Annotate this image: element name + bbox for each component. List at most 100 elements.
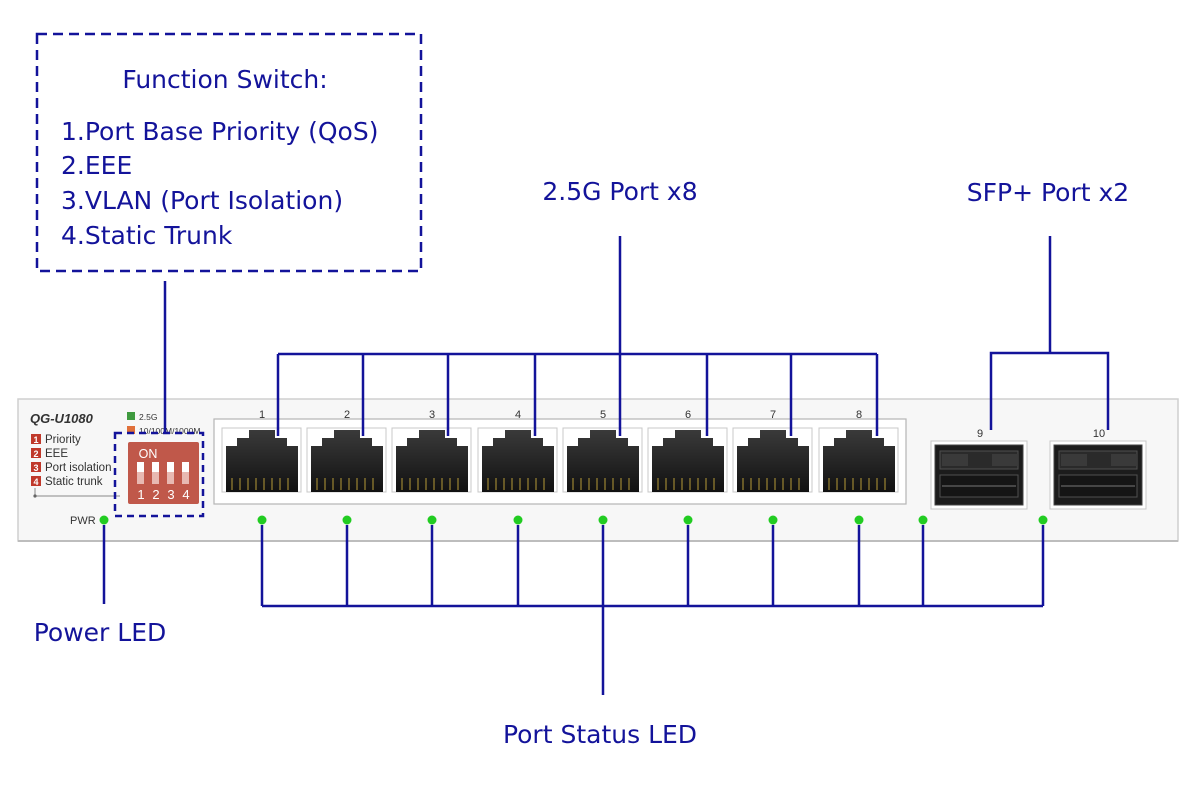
setting-num-badge	[31, 462, 41, 472]
rj45-jack	[823, 430, 895, 492]
port-status-led	[918, 515, 928, 525]
rj45-port[interactable]: 5	[562, 409, 643, 525]
setting-label: Static trunk	[45, 476, 103, 488]
port-led-drops	[260, 525, 1045, 695]
function-switch-title: Function Switch:	[122, 65, 327, 94]
function-switch-item: 4.Static Trunk	[61, 221, 233, 250]
port-status-led-label: Port Status LED	[503, 720, 697, 749]
port-number: 5	[600, 409, 606, 421]
sfp-port[interactable]: 9	[918, 428, 1028, 525]
setting-num-badge	[31, 448, 41, 458]
dip-number: 2	[152, 487, 159, 502]
dip-number: 3	[167, 487, 174, 502]
settings-list: 1 Priority 2 EEE 3 Port isolation 4 Stat…	[31, 434, 120, 498]
rj45-port[interactable]: 7	[732, 409, 813, 525]
port-number: 2	[344, 409, 350, 421]
rj45-contacts	[828, 478, 886, 490]
sfp-optic-right	[1111, 454, 1137, 466]
rj45-port[interactable]: 3	[391, 409, 472, 525]
rj45-jack	[567, 430, 639, 492]
dip-switch[interactable]: ON 1 2 3 4	[128, 442, 199, 504]
function-switch-box	[35, 32, 423, 273]
sfp-port[interactable]: 10	[1038, 428, 1147, 525]
port-number: 9	[977, 428, 983, 440]
rj45-jack	[652, 430, 724, 492]
power-led	[99, 515, 109, 525]
port-status-led	[342, 515, 352, 525]
port-number: 7	[770, 409, 776, 421]
dip-slider[interactable]	[182, 462, 189, 484]
rj45-port[interactable]: 2	[306, 409, 387, 525]
dip-slider-knob	[167, 462, 174, 472]
model-label: QG-U1080	[30, 411, 94, 426]
function-switch-item: 2.EEE	[61, 151, 132, 180]
function-switch-item: 3.VLAN (Port Isolation)	[61, 186, 343, 215]
port-number: 6	[685, 409, 691, 421]
setting-num: 1	[33, 435, 38, 445]
setting-label: EEE	[45, 448, 68, 460]
dip-switch-body	[128, 442, 199, 504]
rj45-port[interactable]: 1	[221, 409, 302, 525]
port-number: 1	[259, 409, 265, 421]
legend-green-swatch	[127, 412, 135, 420]
dip-slider-knob	[152, 462, 159, 472]
rj45-jack	[737, 430, 809, 492]
setting-num-badge	[31, 476, 41, 486]
power-led-label: Power LED	[34, 618, 167, 647]
callout-lines	[102, 236, 1110, 695]
dip-number: 1	[137, 487, 144, 502]
port-number: 8	[856, 409, 862, 421]
dip-slider-knob	[182, 462, 189, 472]
dip-slider[interactable]	[152, 462, 159, 484]
dip-slider-knob	[137, 462, 144, 472]
setting-num: 3	[33, 463, 38, 473]
port-number: 10	[1093, 428, 1105, 440]
function-switch-item: 1.Port Base Priority (QoS)	[61, 117, 378, 146]
rj45-jack	[482, 430, 554, 492]
dip-number: 4	[182, 487, 189, 502]
rj45-port[interactable]: 6	[647, 409, 728, 525]
sfp-bracket	[989, 351, 1110, 430]
sfp-optic-left	[942, 454, 968, 466]
switch-chassis: QG-U1080 2.5G 10/100M/1000M 1 Priority 2…	[17, 398, 1179, 542]
port-number: 4	[515, 409, 521, 421]
rj45-contacts	[401, 478, 459, 490]
port-status-led	[513, 515, 523, 525]
sfp-optic-left	[1061, 454, 1087, 466]
port-status-led	[427, 515, 437, 525]
port-number: 3	[429, 409, 435, 421]
rj45-jack	[396, 430, 468, 492]
rj45-port[interactable]: 4	[477, 409, 558, 525]
setting-num: 2	[33, 449, 38, 459]
port-status-led	[257, 515, 267, 525]
rj45-contacts	[487, 478, 545, 490]
ports-25g-drops	[276, 354, 879, 436]
settings-leader-dot	[33, 494, 37, 498]
legend-label-1g: 10/100M/1000M	[139, 426, 200, 436]
port-status-led	[1038, 515, 1048, 525]
rj45-contacts	[316, 478, 374, 490]
legend-orange-swatch	[127, 426, 135, 434]
rj45-jack	[226, 430, 298, 492]
function-switch-callout: Function Switch: 1.Port Base Priority (Q…	[35, 32, 423, 273]
legend-label-25g: 2.5G	[139, 412, 157, 422]
dip-slider[interactable]	[137, 462, 144, 484]
setting-label: Priority	[45, 434, 81, 446]
setting-num-badge	[31, 434, 41, 444]
dip-slider[interactable]	[167, 462, 174, 484]
sfp-optic-right	[992, 454, 1018, 466]
rj45-contacts	[742, 478, 800, 490]
rj45-jack	[311, 430, 383, 492]
rj45-port[interactable]: 8	[818, 409, 899, 525]
setting-num: 4	[33, 477, 38, 487]
pwr-label: PWR	[70, 515, 96, 527]
port-status-led	[598, 515, 608, 525]
port-status-led	[768, 515, 778, 525]
dip-highlight-box	[113, 431, 205, 518]
rj45-contacts	[231, 478, 289, 490]
sfp-ports-label: SFP+ Port x2	[967, 178, 1129, 207]
rj45-contacts	[657, 478, 715, 490]
rj45-contacts	[572, 478, 630, 490]
